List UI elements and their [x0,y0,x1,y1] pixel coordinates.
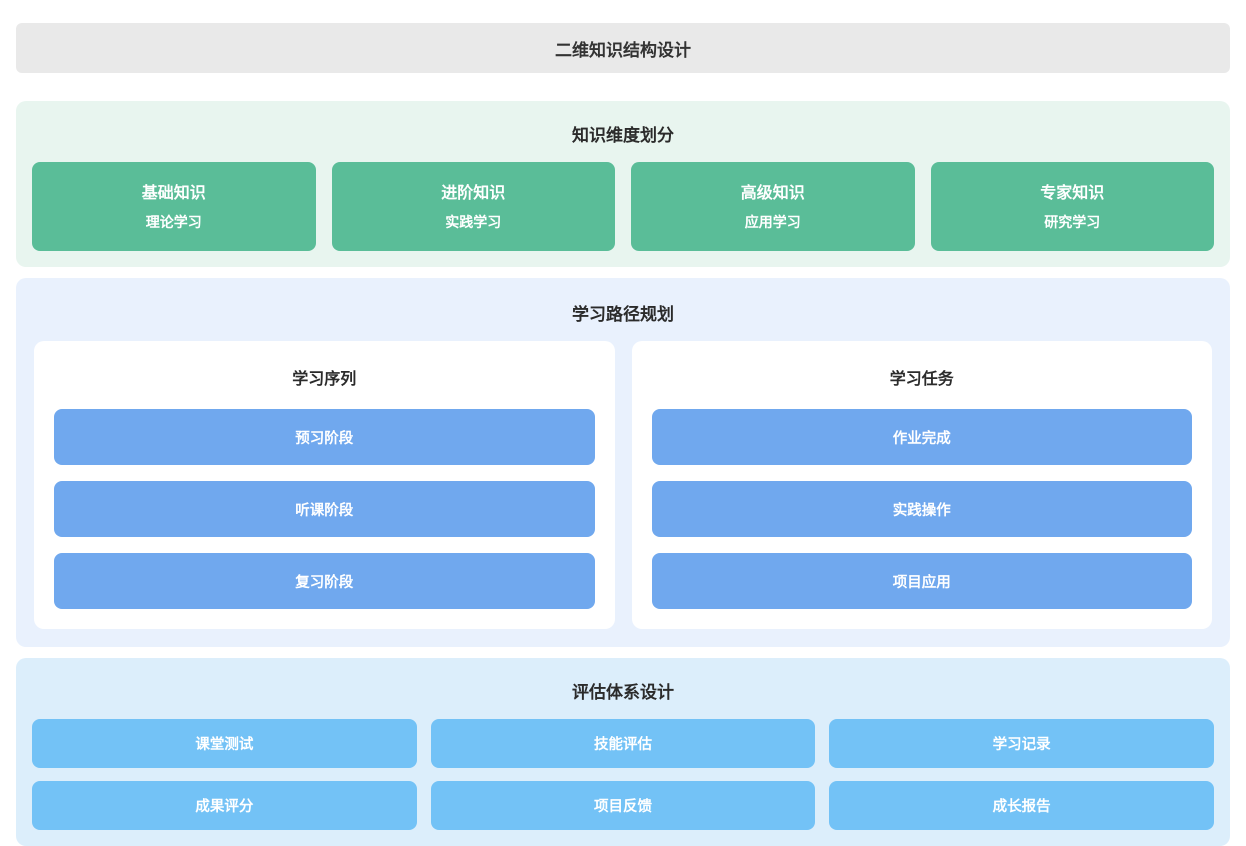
section-title-learning-path: 学习路径规划 [572,305,674,324]
dimension-card-subtitle: 实践学习 [445,214,502,230]
learning-path-panels: 学习序列 预习阶段 听课阶段 复习阶段 学习任务 作业完成 实践操作 项目应用 [34,341,1212,629]
evaluation-button-grid: 课堂测试 技能评估 学习记录 成果评分 项目反馈 成长报告 [32,719,1214,830]
section-evaluation-system: 评估体系设计 课堂测试 技能评估 学习记录 成果评分 项目反馈 成长报告 [16,658,1230,846]
panel-title-learning-sequence: 学习序列 [292,371,357,388]
dimension-card-title: 进阶知识 [441,185,506,202]
dimension-card-subtitle: 理论学习 [145,214,202,230]
dimension-card-title: 基础知识 [141,185,206,202]
dimension-card-expert[interactable]: 专家知识 研究学习 [930,162,1214,251]
learning-sequence-stack: 预习阶段 听课阶段 复习阶段 [54,409,595,609]
dimension-card-advanced[interactable]: 进阶知识 实践学习 [331,162,615,251]
dimension-card-subtitle: 研究学习 [1044,214,1101,230]
panel-learning-sequence: 学习序列 预习阶段 听课阶段 复习阶段 [34,341,615,629]
button-skill-assessment[interactable]: 技能评估 [430,719,816,768]
button-practice-operation[interactable]: 实践操作 [651,481,1192,537]
panel-title-learning-tasks: 学习任务 [889,371,954,388]
dimension-card-senior[interactable]: 高级知识 应用学习 [631,162,915,251]
dimension-card-grid: 基础知识 理论学习 进阶知识 实践学习 高级知识 应用学习 专家知识 研究学习 [32,162,1214,251]
section-knowledge-dimensions: 知识维度划分 基础知识 理论学习 进阶知识 实践学习 高级知识 应用学习 专家知… [16,101,1230,267]
section-title-evaluation-system: 评估体系设计 [572,683,674,702]
section-learning-path: 学习路径规划 学习序列 预习阶段 听课阶段 复习阶段 学习任务 作业完成 实践操… [16,278,1230,647]
button-learning-record[interactable]: 学习记录 [829,719,1214,768]
button-review-stage[interactable]: 复习阶段 [54,553,595,609]
dimension-card-basic[interactable]: 基础知识 理论学习 [32,162,316,251]
button-class-test[interactable]: 课堂测试 [32,719,417,768]
dimension-card-title: 专家知识 [1040,185,1105,202]
learning-tasks-stack: 作业完成 实践操作 项目应用 [651,409,1192,609]
button-growth-report[interactable]: 成长报告 [829,781,1214,830]
button-lecture-stage[interactable]: 听课阶段 [54,481,595,537]
button-achievement-score[interactable]: 成果评分 [32,781,417,830]
button-preview-stage[interactable]: 预习阶段 [54,409,595,465]
button-project-feedback[interactable]: 项目反馈 [430,781,816,830]
panel-learning-tasks: 学习任务 作业完成 实践操作 项目应用 [631,341,1212,629]
page-title: 二维知识结构设计 [16,23,1230,73]
dimension-card-subtitle: 应用学习 [744,214,801,230]
button-project-application[interactable]: 项目应用 [651,553,1192,609]
button-homework-completion[interactable]: 作业完成 [651,409,1192,465]
section-title-knowledge-dimensions: 知识维度划分 [572,126,674,145]
dimension-card-title: 高级知识 [740,185,805,202]
